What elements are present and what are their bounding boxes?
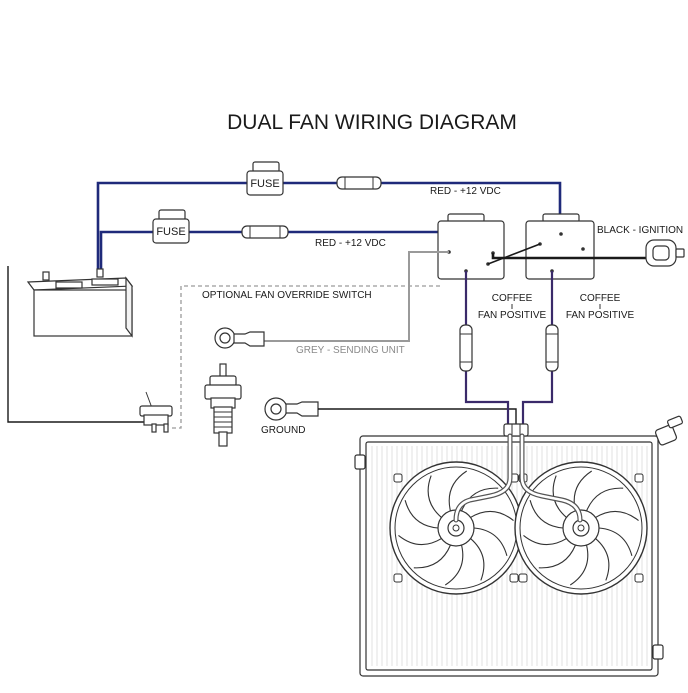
inline-connector-top bbox=[336, 176, 382, 190]
fan-blade bbox=[473, 527, 508, 556]
ground-ring-terminal bbox=[264, 397, 319, 421]
override-switch-label: OPTIONAL FAN OVERRIDE SWITCH bbox=[202, 290, 372, 301]
grey-sending-wire bbox=[262, 251, 449, 342]
fan-right bbox=[514, 461, 648, 595]
ground-label: GROUND bbox=[261, 425, 305, 436]
fan-blade bbox=[523, 534, 567, 546]
fan-blade bbox=[427, 475, 442, 518]
sending-ring-terminal bbox=[214, 327, 265, 349]
fan-mount-tab bbox=[518, 573, 528, 583]
fan-blade bbox=[413, 544, 451, 569]
fan-blade bbox=[404, 500, 439, 529]
fuse-bottom-label: FUSE bbox=[156, 226, 185, 238]
ignition-key bbox=[645, 239, 685, 267]
fan-blade bbox=[529, 500, 564, 529]
ground-wire bbox=[318, 408, 517, 426]
fan-blade bbox=[448, 470, 468, 512]
black-ignition-wire bbox=[491, 253, 650, 260]
diagram-title: DUAL FAN WIRING DIAGRAM bbox=[227, 111, 517, 134]
red-wire-top-label: RED - +12 VDC bbox=[430, 186, 501, 197]
red-wire-bottom-label: RED - +12 VDC bbox=[315, 238, 386, 249]
fan-mount-tab bbox=[509, 573, 519, 583]
fan-ring bbox=[519, 466, 643, 590]
coffee-right-label-1: COFFEE bbox=[580, 293, 621, 304]
fan-blade bbox=[461, 487, 499, 512]
fan-mount-tab bbox=[393, 473, 403, 483]
black-ignition-label: BLACK - IGNITION bbox=[597, 225, 683, 236]
inline-connector-bottom bbox=[241, 225, 289, 239]
fan-harness-right-core bbox=[520, 434, 582, 522]
battery bbox=[26, 268, 134, 338]
fan-blade bbox=[595, 510, 639, 522]
grey-sending-label: GREY - SENDING UNIT bbox=[296, 345, 405, 356]
coffee-right-label-2: FAN POSITIVE bbox=[566, 310, 635, 321]
fan-mount-tab bbox=[634, 573, 644, 583]
battery-to-switch-wire bbox=[7, 266, 150, 423]
coffee-left-label-1: COFFEE bbox=[492, 293, 533, 304]
coffee-connector-right bbox=[545, 324, 559, 372]
fan-blade bbox=[444, 544, 464, 586]
fuse-bottom: FUSE bbox=[152, 209, 190, 244]
fan-shaft bbox=[577, 524, 585, 532]
fan-blade bbox=[598, 527, 633, 556]
fan-blade bbox=[398, 534, 442, 546]
red-wire-top-path bbox=[96, 181, 562, 272]
fan-mount-tab bbox=[393, 573, 403, 583]
fan-harness-left-core bbox=[454, 434, 512, 522]
fan-connector bbox=[503, 423, 529, 437]
override-switch-wire bbox=[172, 285, 442, 429]
fan-blade bbox=[470, 510, 514, 522]
override-toggle-switch bbox=[139, 391, 173, 433]
temperature-sending-unit bbox=[204, 363, 242, 447]
fan-blade bbox=[595, 538, 610, 581]
radiator-cap bbox=[654, 415, 683, 446]
fan-shaft bbox=[452, 524, 460, 532]
fuse-top: FUSE bbox=[246, 161, 284, 196]
relay-right bbox=[525, 213, 595, 280]
relay-jumper-wire bbox=[487, 243, 541, 265]
fan-blade bbox=[569, 544, 589, 586]
fan-left bbox=[389, 461, 523, 595]
fuse-top-label: FUSE bbox=[250, 178, 279, 190]
relay-left bbox=[437, 213, 505, 280]
coffee-left-label-2: FAN POSITIVE bbox=[478, 310, 547, 321]
fan-mount-tab bbox=[634, 473, 644, 483]
fan-blade bbox=[470, 538, 485, 581]
fan-blade bbox=[538, 544, 576, 569]
coffee-connector-left bbox=[459, 324, 473, 372]
fan-blade bbox=[586, 487, 624, 512]
red-wire-top bbox=[96, 181, 562, 272]
